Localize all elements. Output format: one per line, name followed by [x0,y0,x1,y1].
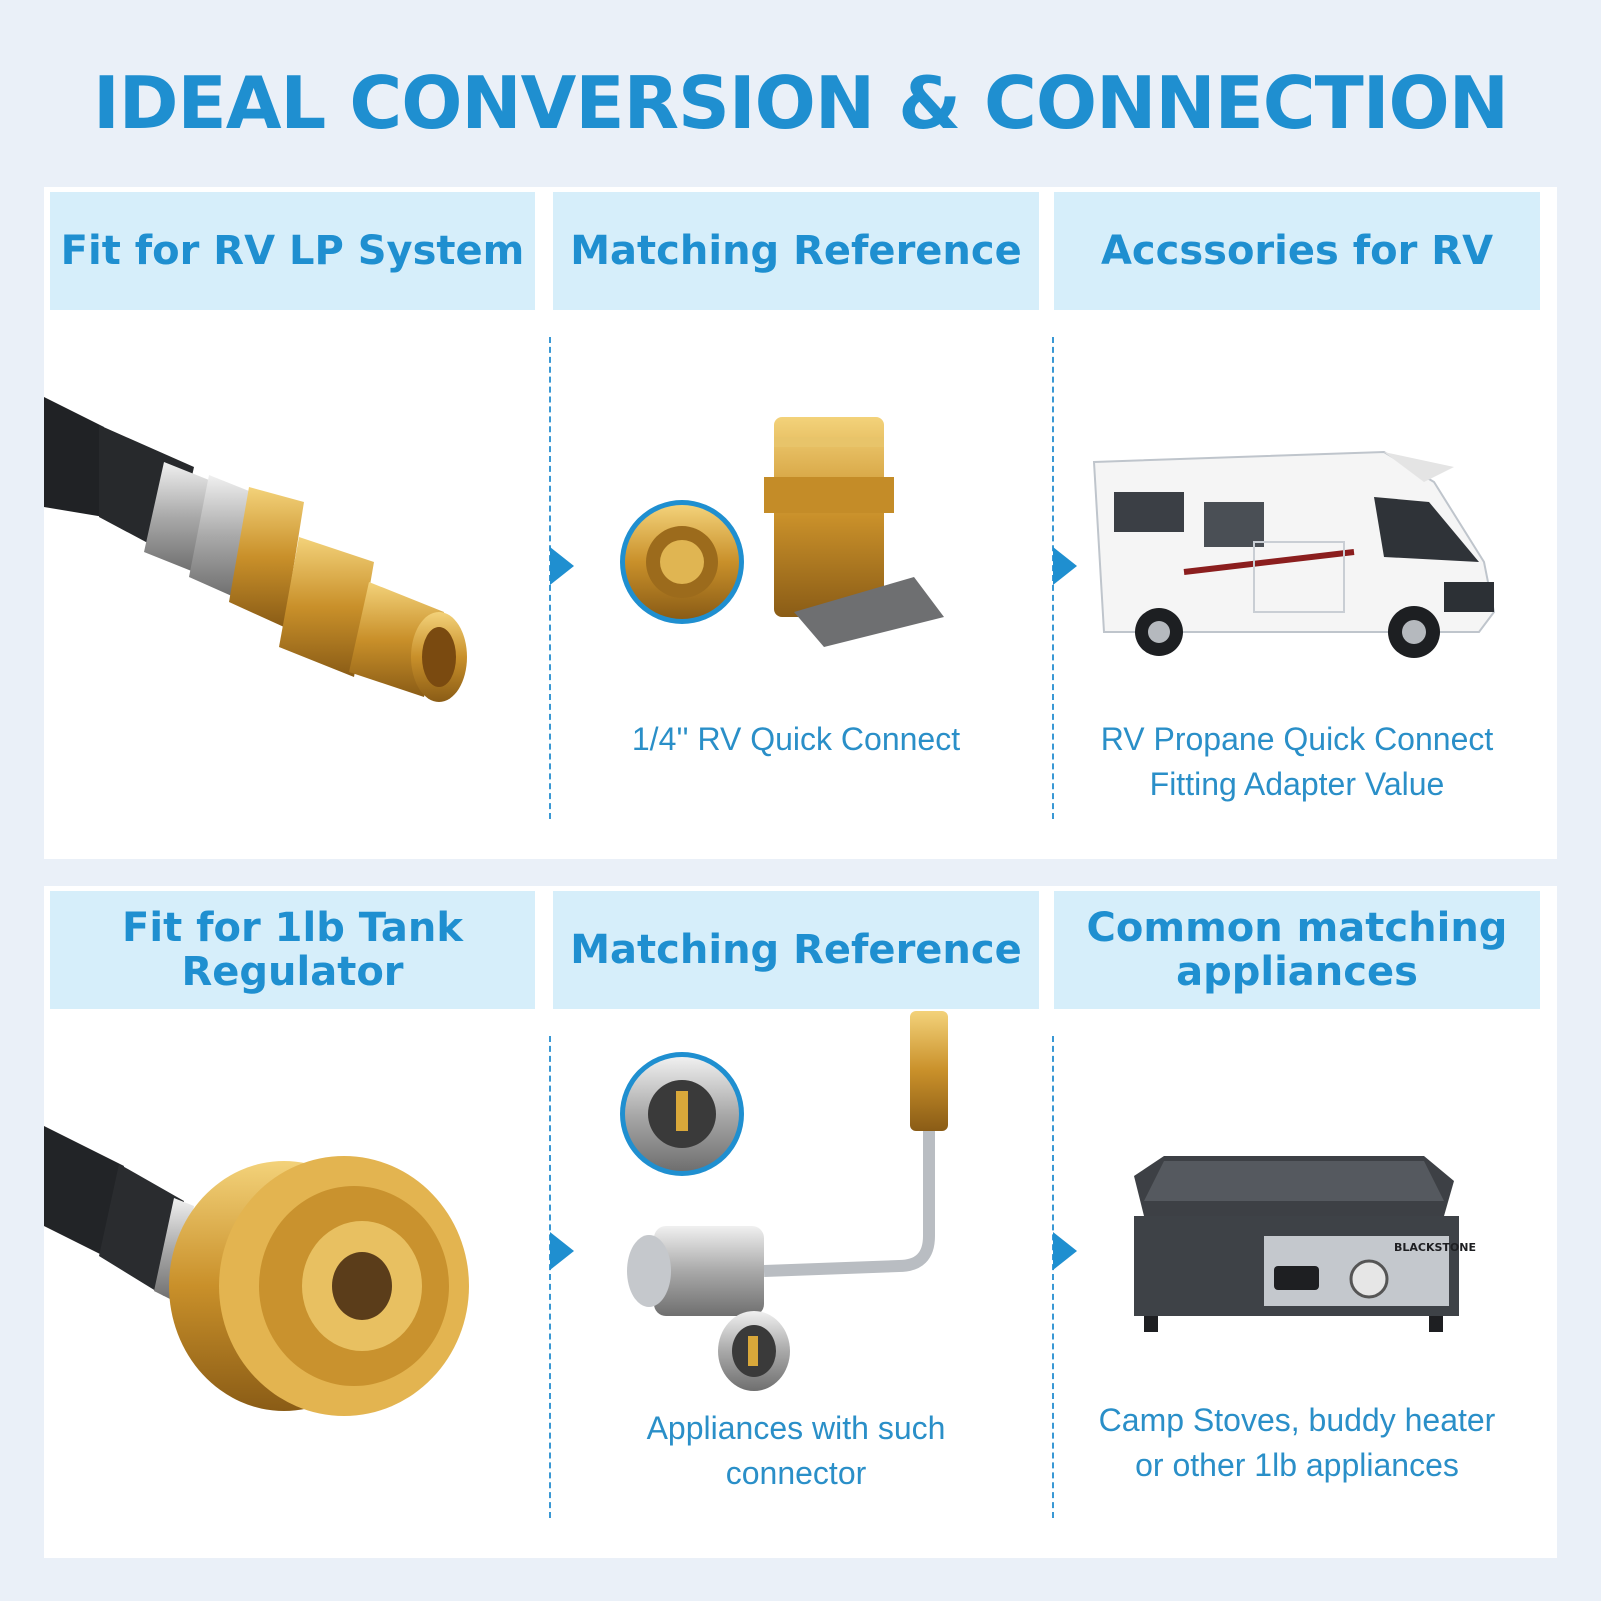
caption-appliances-line2: connector [725,1455,867,1491]
1lb-tank-panel: Fit for 1lb Tank Regulator Matching Refe… [44,886,1557,1558]
caption-appliances-line1: Appliances with such [646,1410,946,1446]
page-title: IDEAL CONVERSION & CONNECTION [92,61,1509,145]
caption-quick-connect: 1/4'' RV Quick Connect [631,721,961,757]
dashed-divider [549,1036,551,1518]
dashed-divider [1052,1036,1054,1518]
header-matching-reference: Matching Reference [553,891,1039,1009]
caption-rv-adapter-line2: Fitting Adapter Value [1149,766,1445,802]
caption-camp-stoves-line1: Camp Stoves, buddy heater [1098,1402,1496,1438]
header-common-appliances: Common matching appliances [1054,891,1540,1009]
regulator-appliance-image [620,1011,948,1391]
arrow-right-icon [1053,1232,1077,1270]
arrow-right-icon [1053,547,1077,585]
rv-lp-system-panel: Fit for RV LP System Matching Reference … [44,187,1557,859]
header-accessories-rv: Accssories for RV [1054,192,1540,310]
arrow-right-icon [550,547,574,585]
rv-quick-connect-image [620,417,944,647]
camp-griddle-image: BLACKSTONE [1134,1156,1476,1332]
rv-motorhome-image [1092,450,1496,658]
griddle-brand-label: BLACKSTONE [1394,1241,1476,1254]
caption-rv-adapter-line1: RV Propane Quick Connect [1100,721,1494,757]
caption-camp-stoves-line2: or other 1lb appliances [1135,1447,1459,1483]
hose-male-quick-connect-image [44,397,467,702]
header-matching-reference: Matching Reference [553,192,1039,310]
header-fit-rv-lp: Fit for RV LP System [50,192,535,310]
arrow-right-icon [550,1232,574,1270]
header-fit-1lb-tank: Fit for 1lb Tank Regulator [50,891,535,1009]
hose-1lb-fitting-image [44,1126,469,1416]
